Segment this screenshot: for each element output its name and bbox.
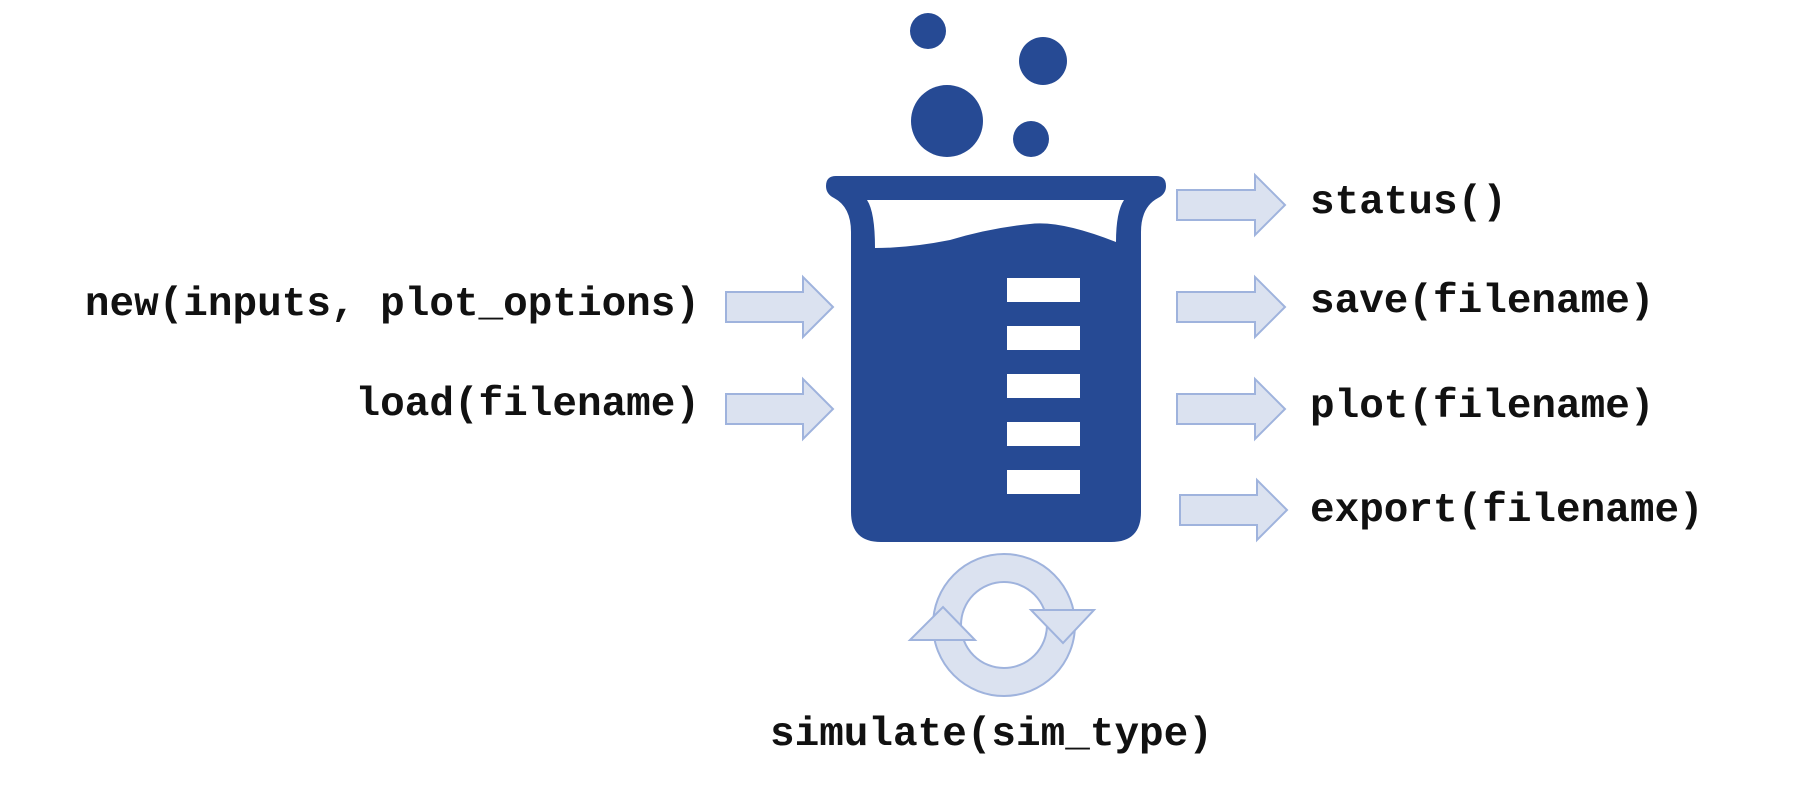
output-label-export: export(filename) xyxy=(1310,488,1704,534)
cycle-label-simulate: simulate(sim_type) xyxy=(770,712,1213,758)
output-label-plot: plot(filename) xyxy=(1310,384,1655,430)
bubble xyxy=(910,13,946,49)
output-label-save: save(filename) xyxy=(1310,279,1655,325)
input-label-new: new(inputs, plot_options) xyxy=(84,282,700,328)
right-arrow-icon xyxy=(1176,376,1287,442)
cycle-arrowhead-up xyxy=(907,605,978,641)
beaker-body xyxy=(826,176,1166,542)
graduation-mark xyxy=(1007,374,1080,398)
bubble xyxy=(1019,37,1067,85)
graduation-mark xyxy=(1007,422,1080,446)
bubble xyxy=(911,85,983,157)
graduation-mark xyxy=(1007,470,1080,494)
bubble xyxy=(1013,121,1049,157)
graduation-mark xyxy=(1007,278,1080,302)
beaker-icon xyxy=(826,176,1166,542)
graduation-mark xyxy=(1007,326,1080,350)
cycle-arrowhead-down xyxy=(1028,609,1097,645)
beaker-headspace xyxy=(867,200,1124,248)
cycle-ring xyxy=(934,555,1074,695)
right-arrow-icon xyxy=(1176,274,1287,340)
output-label-status: status() xyxy=(1310,180,1507,226)
right-arrow-icon xyxy=(1176,172,1287,238)
bubbles-icon xyxy=(910,13,1067,157)
right-arrow-icon xyxy=(725,274,835,340)
right-arrow-icon xyxy=(725,376,835,442)
input-label-load: load(filename) xyxy=(355,382,700,428)
right-arrow-icon xyxy=(1179,477,1289,543)
refresh-cycle-icon xyxy=(907,553,1097,697)
graduation-marks xyxy=(1007,278,1080,494)
